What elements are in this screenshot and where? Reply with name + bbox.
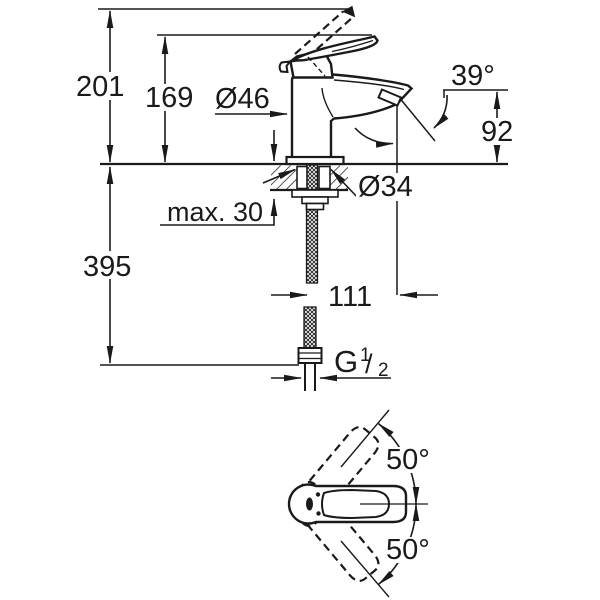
swivel-ext-line-lower — [340, 540, 390, 598]
label-spout-height: 92 — [481, 116, 513, 148]
spout-chamfer-line — [333, 79, 405, 91]
raised-lever-edge-1 — [294, 10, 344, 55]
lever-assembly — [278, 35, 379, 79]
label-thread-denominator: 2 — [378, 360, 389, 381]
handle-dot-top — [315, 492, 321, 497]
lever-hidden-edge — [307, 56, 326, 77]
ext-line-spout-height — [443, 89, 508, 98]
deck-hatch-left — [271, 165, 297, 189]
spray-direction-line — [397, 95, 436, 142]
swivel-label-backgrounds — [382, 447, 432, 563]
label-supply-length: 395 — [83, 251, 131, 283]
label-spout-angle: 39° — [451, 60, 495, 92]
angle-arc-39 — [433, 94, 449, 129]
label-deck-thickness: max. 30 — [167, 197, 263, 227]
raised-lever-edge-2 — [306, 16, 354, 59]
flex-hose — [303, 306, 317, 349]
body-spout-outline — [290, 72, 414, 160]
label-thread-prefix: G — [334, 344, 358, 379]
flow-direction-arrow — [354, 127, 394, 148]
label-lever-height: 169 — [145, 82, 193, 114]
label-thread-slash: / — [365, 349, 373, 379]
handle-dashed-lower — [288, 480, 380, 582]
base-escutcheon — [285, 155, 345, 166]
label-spout-reach: 111 — [328, 281, 372, 313]
label-total-height: 201 — [76, 71, 124, 103]
handle-dashed-upper — [288, 426, 380, 528]
lever-raised-dashed — [294, 5, 356, 59]
mounting-hardware — [291, 164, 339, 391]
g12-nut — [297, 347, 323, 364]
lever-underside-line — [331, 39, 374, 53]
lever-arm — [289, 35, 379, 63]
bushing-left — [296, 165, 308, 190]
label-hole-diameter: Ø34 — [358, 171, 413, 203]
deck-hatch-right — [329, 165, 348, 189]
g12-nut-facets — [298, 352, 322, 360]
label-backgrounds — [73, 72, 516, 279]
spout-body-transition — [321, 87, 334, 118]
swivel-labels: 50° 50° — [386, 444, 430, 566]
dim-line-max30-bottom — [160, 198, 278, 226]
faucet-body — [285, 72, 414, 166]
g12-tube — [304, 363, 316, 391]
extension-lines — [98, 8, 508, 366]
handle-dot-bottom — [316, 511, 321, 516]
dimension-labels: 201 169 Ø46 39° 92 Ø34 max. 30 395 111 G… — [76, 60, 513, 381]
bushing-right — [318, 165, 331, 190]
label-swivel-upper: 50° — [386, 444, 430, 476]
side-view: 201 169 Ø46 39° 92 Ø34 max. 30 395 111 G… — [73, 5, 516, 391]
raised-lever-tip — [341, 5, 356, 18]
handle-logo-slot — [306, 497, 313, 511]
mounting-nut-step1 — [301, 196, 329, 205]
threaded-stud — [305, 164, 319, 284]
mounting-nut-step2 — [305, 202, 325, 211]
label-body-diameter: Ø46 — [215, 83, 270, 115]
bottom-view: 50° 50° — [287, 409, 432, 598]
swivel-ext-line-upper — [340, 409, 390, 468]
aerator — [377, 88, 403, 107]
handle-swivel-dashed — [288, 426, 380, 582]
label-thread-numerator: 1 — [360, 345, 371, 366]
label-swivel-lower: 50° — [386, 534, 430, 566]
horseshoe-washer — [291, 189, 339, 198]
lever-front-hook — [278, 60, 293, 74]
